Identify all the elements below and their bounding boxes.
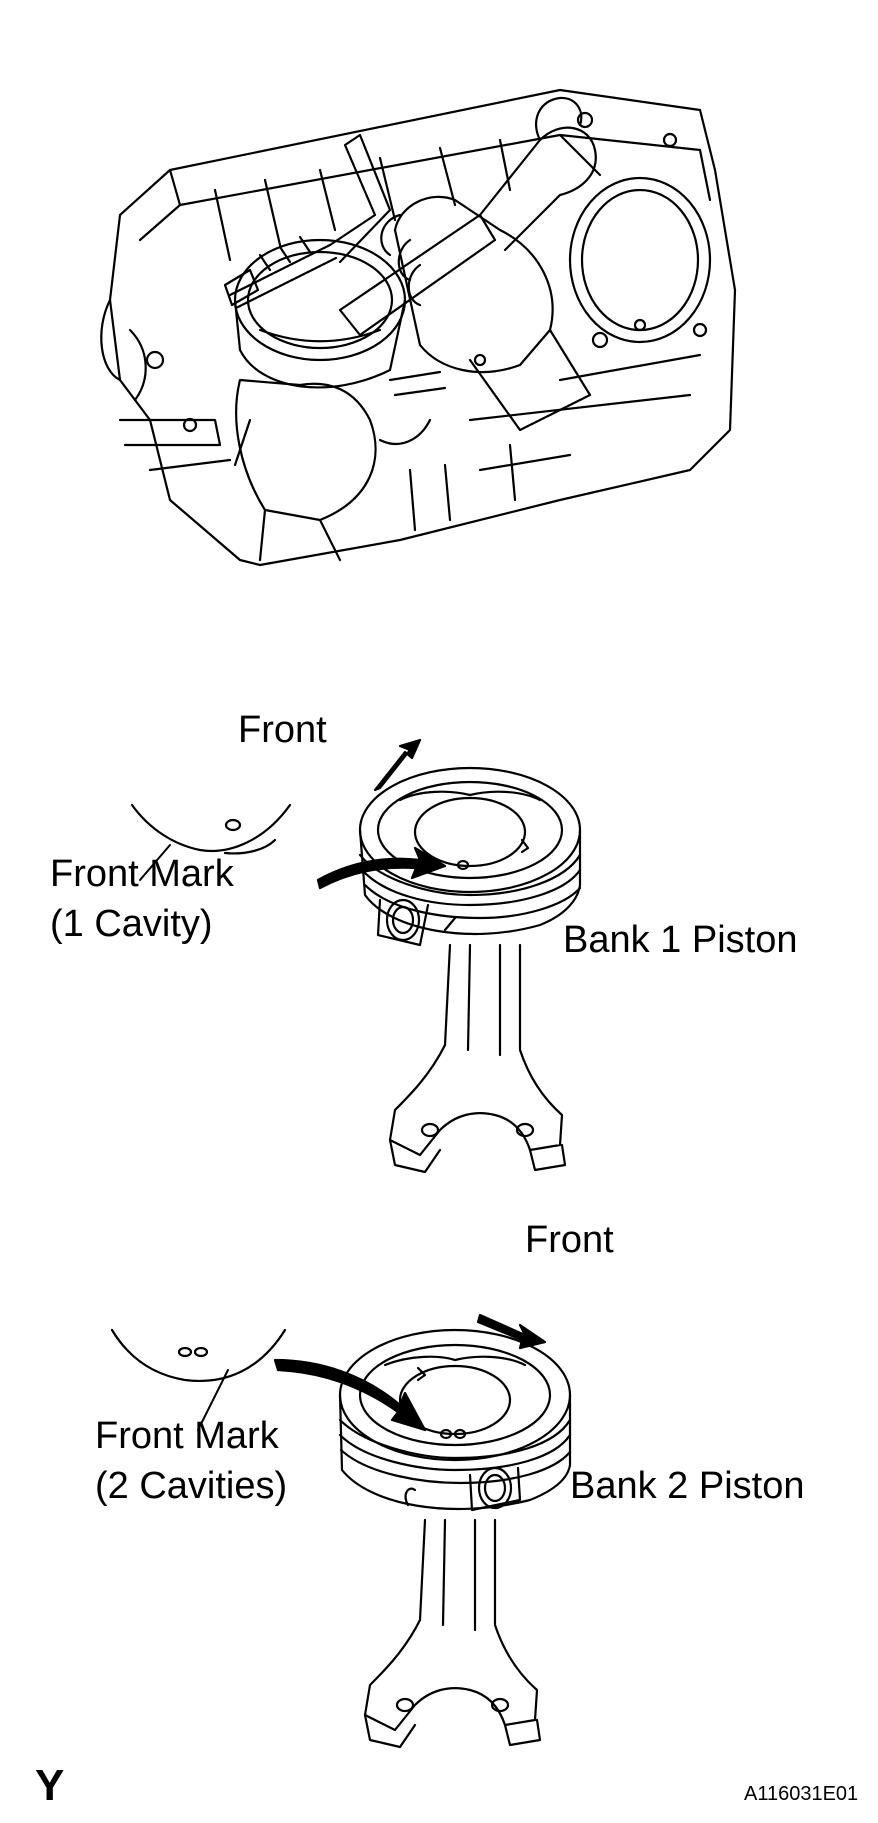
bank2-connecting-rod (363, 1518, 539, 1732)
right-hand (393, 195, 554, 374)
bank1-piston (358, 766, 582, 1174)
bank2-piston (338, 1328, 572, 1749)
bank1-connecting-rod (388, 943, 564, 1157)
figure-code: A116031E01 (744, 1783, 859, 1805)
front-mark-1-label-line2: (1 Cavity) (50, 903, 213, 945)
hone-tool (228, 243, 338, 310)
bank2-front-arrow (476, 1313, 547, 1350)
engine-block-illustration (100, 88, 737, 567)
front-mark-2-label-line1: Front Mark (95, 1415, 279, 1457)
bank1-piston-label: Bank 1 Piston (563, 919, 798, 961)
front-mark-1-label-line1: Front Mark (50, 853, 234, 895)
bank1-front-arrow (373, 738, 422, 792)
front-mark-2-label-line2: (2 Cavities) (95, 1465, 288, 1507)
bank2-piston-label: Bank 2 Piston (570, 1465, 805, 1507)
drill-bar (338, 213, 497, 337)
bank1-detail-view (130, 803, 292, 881)
bank2-pointer-arrow (273, 1358, 427, 1432)
bank2-detail-view (110, 1328, 287, 1431)
corner-letter: Y (35, 1761, 65, 1810)
front-label-bottom: Front (525, 1219, 614, 1261)
front-label-top: Front (238, 709, 327, 751)
left-hand (235, 378, 377, 522)
